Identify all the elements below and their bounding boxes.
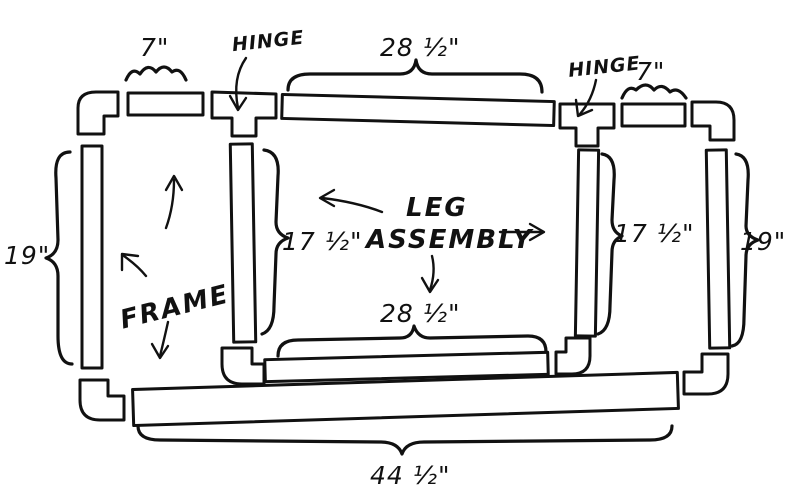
dim-inner-left: 17 ½" [282,227,363,256]
arrow-leg-down [420,254,440,294]
dim-outer-right: 19" [740,227,786,256]
pipe-inner-right [573,148,601,338]
pipe-top-long [280,92,556,128]
pipe-outer-left [80,144,104,370]
brace-inner-left [260,148,290,336]
brace-inner-right [596,152,624,336]
label-frame: FRAME [117,279,232,335]
arrow-leg-right [498,222,546,242]
brace-bottom-long [136,424,674,456]
dim-top-right-short: 7" [636,57,665,86]
arrow-frame-upleft [120,252,148,278]
pipe-inner-left [228,142,258,344]
label-leg: LEG [406,193,468,223]
pipe-bottom-long [131,370,680,428]
tee-hinge-left [210,90,278,138]
dim-bottom-long: 44 ½" [370,461,451,490]
pipe-top-right-short [620,102,687,128]
brace-outer-right [730,152,760,348]
label-hinge-right: HINGE [567,52,641,81]
arrow-hinge-right [574,78,598,118]
arrow-frame-down [150,320,170,360]
pipe-outer-right [704,148,732,350]
tee-hinge-right [558,102,616,148]
elbow-top-left [76,90,120,136]
brace-outer-left [44,150,74,366]
elbow-inner-bottom-left [220,346,266,386]
brace-top-long [286,58,544,94]
dim-outer-left: 19" [4,241,50,270]
brace-top-left-short [124,65,188,82]
elbow-top-right [690,100,736,142]
dim-inner-right: 17 ½" [614,219,695,248]
dim-inner-bottom: 28 ½" [380,299,461,328]
elbow-bottom-right [682,352,730,396]
label-assembly: ASSEMBLY [364,225,535,255]
arrow-leg-left [318,188,384,214]
dim-top-long: 28 ½" [380,33,461,62]
dim-top-left-short: 7" [140,33,169,62]
elbow-inner-bottom-right [554,336,592,376]
label-hinge-left: HINGE [231,27,305,56]
pipe-top-left-short [126,91,205,117]
arrow-frame-up [164,174,184,230]
brace-top-right-short [620,83,688,100]
elbow-bottom-left [78,378,126,422]
arrow-hinge-left [228,56,248,112]
brace-inner-bottom [276,324,548,358]
